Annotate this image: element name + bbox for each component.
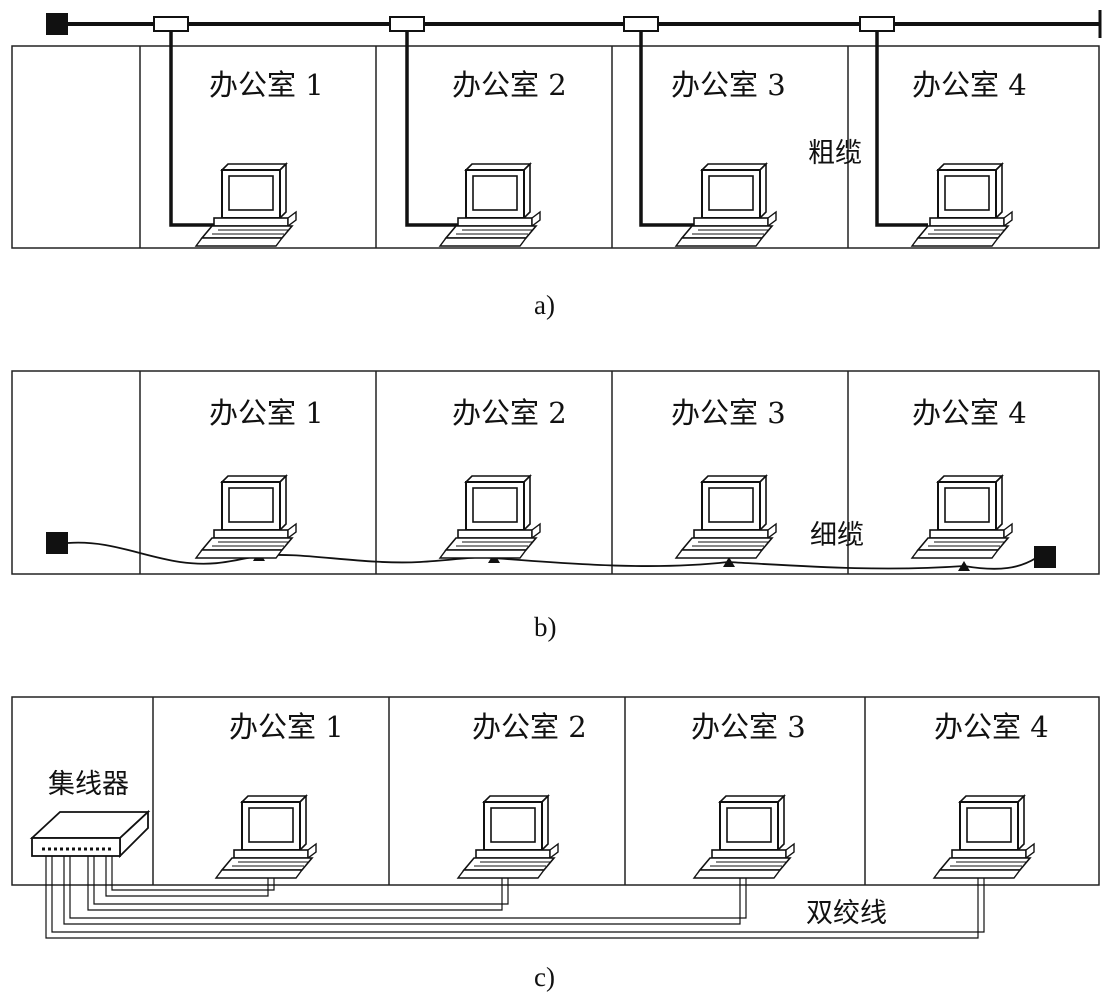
computer-icon: [457, 795, 559, 879]
terminator-icon: [46, 13, 68, 35]
computer-icon: [439, 475, 541, 559]
hub-label: 集线器: [48, 769, 129, 800]
room-label: 办公室 2: [452, 396, 567, 430]
room-label: 办公室 2: [452, 68, 567, 102]
twisted-pair-label: 双绞线: [806, 898, 887, 929]
computer-icon: [439, 163, 541, 247]
t-connector-icon: [723, 557, 735, 567]
computer-icon: [215, 795, 317, 879]
room-label: 办公室 4: [912, 396, 1027, 430]
computer-icon: [675, 475, 777, 559]
computer-icon: [911, 475, 1013, 559]
terminator-icon: [46, 532, 68, 554]
transceiver-tap-icon: [389, 16, 425, 32]
building-outline: [11, 370, 1100, 575]
room-label: 办公室 3: [671, 396, 786, 430]
diagram-c: 办公室 1 办公室 2 办公室 3 办公室 4 集线器 双绞线 c): [11, 696, 1100, 992]
room-label: 办公室 3: [691, 710, 806, 744]
room-label: 办公室 4: [912, 68, 1027, 102]
diagram-a: 办公室 1 办公室 2 办公室 3 办公室 4 粗缆 a): [11, 10, 1102, 320]
computer-icon: [911, 163, 1013, 247]
computer-icon: [693, 795, 795, 879]
caption-c: c): [534, 962, 555, 992]
caption-a: a): [534, 290, 555, 320]
computer-icon: [933, 795, 1035, 879]
hub-icon: [29, 809, 151, 859]
terminator-icon: [1034, 546, 1056, 568]
room-label: 办公室 3: [671, 68, 786, 102]
t-connector-icon: [958, 561, 970, 571]
computer-icon: [195, 163, 297, 247]
caption-b: b): [534, 612, 557, 642]
room-label: 办公室 1: [209, 396, 324, 430]
drop-cable: [169, 31, 214, 227]
twisted-pair-cables: [45, 856, 985, 939]
room-label: 办公室 4: [934, 710, 1049, 744]
room-label: 办公室 1: [209, 68, 324, 102]
thin-cable-label: 细缆: [810, 520, 864, 551]
transceiver-tap-icon: [153, 16, 189, 32]
drop-cable: [639, 31, 694, 227]
building-outline: [11, 45, 1100, 249]
transceiver-tap-icon: [623, 16, 659, 32]
transceiver-tap-icon: [859, 16, 895, 32]
room-label: 办公室 2: [472, 710, 587, 744]
diagram-b: 办公室 1 办公室 2 办公室 3 办公室 4 细缆 b): [11, 370, 1100, 642]
computer-icon: [195, 475, 297, 559]
drop-cable: [405, 31, 460, 227]
computer-icon: [675, 163, 777, 247]
thick-cable-label: 粗缆: [808, 138, 862, 169]
drop-cable: [875, 31, 928, 227]
room-label: 办公室 1: [229, 710, 344, 744]
building-outline: [11, 696, 1100, 886]
